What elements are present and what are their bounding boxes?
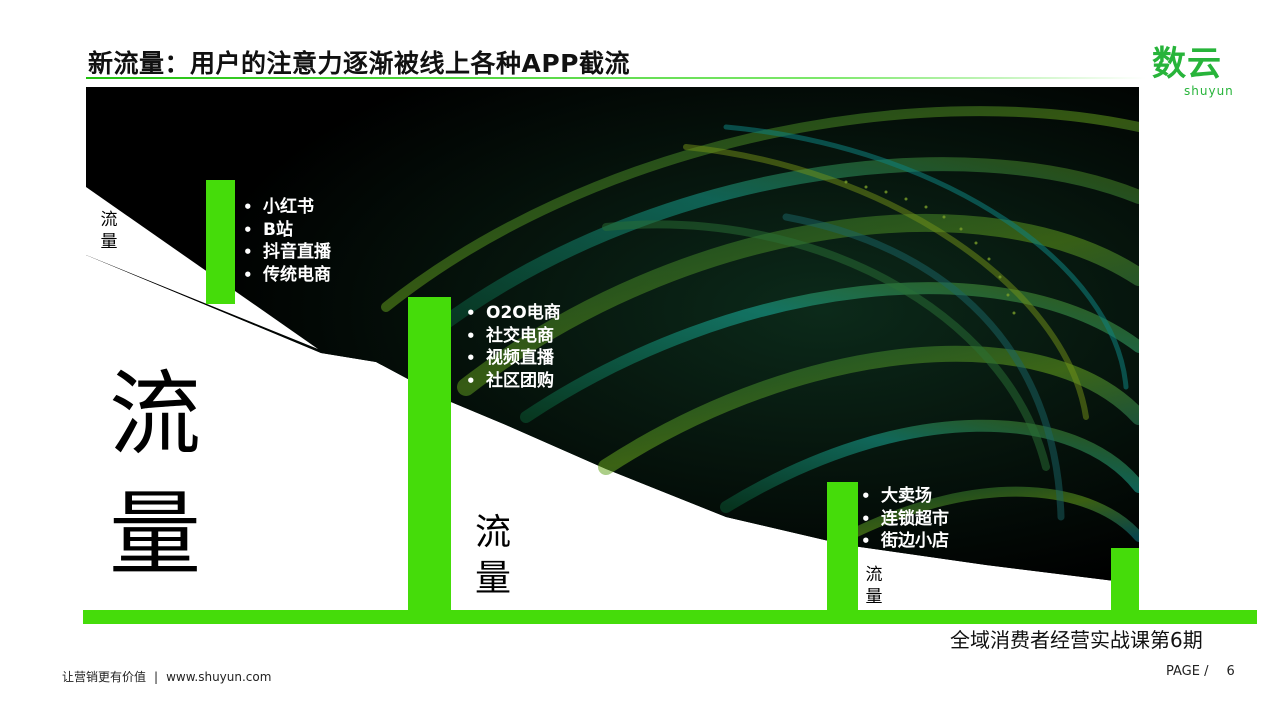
footer-website: www.shuyun.com — [166, 670, 272, 684]
footer-separator: | — [154, 670, 159, 684]
stage3-pillar — [827, 482, 858, 617]
shuyun-logo: 数云 shuyun — [1152, 44, 1238, 98]
end-pillar — [1111, 548, 1139, 617]
list-item: 连锁超市 — [861, 508, 949, 531]
stage2-traffic-label: 流 量 — [474, 512, 511, 599]
swirl-ribbons — [381, 106, 1139, 542]
list-item: 视频直播 — [466, 347, 561, 370]
stage1-traffic-label: 流 量 — [100, 210, 118, 252]
list-item: 社区团购 — [466, 370, 561, 393]
big-traffic-label: 流 量 — [108, 361, 201, 588]
title-underline — [86, 77, 1146, 79]
logo-chinese-text: 数云 — [1152, 44, 1222, 84]
list-item: 社交电商 — [466, 325, 561, 348]
list-item: O2O电商 — [466, 302, 561, 325]
course-title: 全域消费者经营实战课第6期 — [950, 628, 1203, 652]
stage1-pillar — [206, 180, 235, 304]
footer-slogan: 让营销更有价值 — [62, 670, 147, 684]
list-item: 抖音直播 — [243, 241, 331, 264]
page-number: 6 — [1226, 664, 1235, 679]
footer: 让营销更有价值 | www.shuyun.com — [62, 668, 271, 685]
logo-english-text: shuyun — [1184, 84, 1234, 98]
dotted-arc — [844, 180, 1016, 315]
stage2-channel-list: O2O电商 社交电商 视频直播 社区团购 — [466, 302, 561, 392]
list-item: 街边小店 — [861, 530, 949, 553]
ground-bar — [83, 610, 1257, 624]
dark-swirl-background — [86, 87, 1139, 584]
stage3-channel-list: 大卖场 连锁超市 街边小店 — [861, 485, 949, 553]
list-item: B站 — [243, 219, 331, 242]
stage1-channel-list: 小红书 B站 抖音直播 传统电商 — [243, 196, 331, 286]
traffic-visual: 流 量 小红书 B站 抖音直播 传统电商 O2O电商 社交电商 视频直播 社区团… — [86, 87, 1139, 617]
page-title: 新流量：用户的注意力逐渐被线上各种APP截流 — [88, 49, 630, 78]
stage3-traffic-label: 流 量 — [865, 565, 883, 607]
page-indicator: PAGE / 6 — [1166, 664, 1235, 679]
stage2-pillar — [408, 297, 451, 617]
page-label: PAGE / — [1166, 664, 1209, 679]
list-item: 小红书 — [243, 196, 331, 219]
list-item: 传统电商 — [243, 264, 331, 287]
list-item: 大卖场 — [861, 485, 949, 508]
